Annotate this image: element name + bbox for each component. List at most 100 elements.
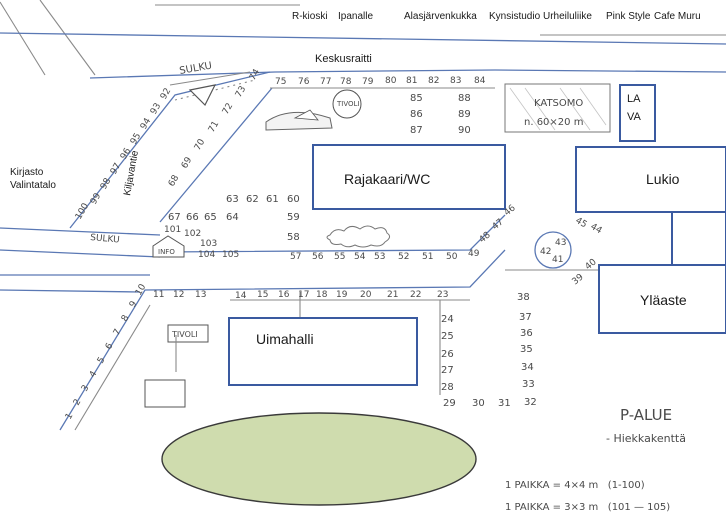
spot-number: 38 — [517, 292, 530, 303]
katsomo-label: KATSOMO — [534, 98, 583, 109]
spot-number: 14 — [235, 291, 247, 301]
spot-number: 25 — [441, 331, 454, 342]
uimahalli-building: Uimahalli — [228, 317, 418, 386]
spots-columns-bottom: 24 25 26 27 28 38 37 36 35 34 33 — [441, 292, 535, 393]
spot-number: 97 — [109, 162, 123, 177]
legend: P-ALUE - Hiekkakenttä 1 PAIKKA = 4×4 m (… — [505, 406, 686, 513]
spot-number: 54 — [354, 252, 366, 262]
circle-spots: 42 43 41 — [534, 231, 572, 269]
ylaaste-building: Yläaste — [598, 264, 726, 334]
spot-number: 17 — [298, 290, 309, 300]
spot-number: 90 — [458, 125, 471, 136]
spot-number: 71 — [207, 120, 221, 135]
spot-number: 29 — [443, 398, 456, 409]
shop-kynsistudio: Kynsistudio — [489, 11, 541, 22]
spot-number: 11 — [153, 290, 164, 300]
katsomo-area: KATSOMO n. 60×20 m — [504, 83, 611, 133]
spot-number: 20 — [360, 290, 372, 300]
spot-number: 12 — [173, 290, 184, 300]
spot-number: 23 — [437, 290, 448, 300]
spot-number: 83 — [450, 76, 461, 86]
spot-number: 63 — [226, 194, 239, 205]
spot-number: 8 — [120, 313, 132, 323]
lower-roads — [0, 214, 506, 431]
shop-urheiluliike: Urheiluliike — [543, 11, 592, 22]
spot-number: 75 — [275, 77, 286, 87]
spot-number: 72 — [221, 102, 235, 117]
lava-stage: LA VA — [619, 84, 656, 142]
spot-number: 3 — [80, 384, 92, 394]
spot-number: 59 — [287, 212, 300, 223]
lava-label-2: VA — [627, 111, 642, 123]
spots-mid-block: 63 62 61 60 67 66 65 64 59 58 — [168, 194, 300, 243]
spot-number: 5 — [96, 356, 108, 366]
spot-number: 31 — [498, 398, 511, 409]
spot-number: 105 — [222, 250, 239, 260]
spot-number: 101 — [164, 225, 181, 235]
spot-number: 43 — [555, 238, 566, 248]
kiljavantie-road — [0, 71, 273, 258]
spots-left-bottom-diagonal: 1 2 3 4 5 6 7 8 9 10 — [64, 282, 149, 421]
spots-columns-top: 85 86 87 88 89 90 — [410, 93, 471, 136]
spot-number: 95 — [129, 132, 143, 147]
rajakaari-label: Rajakaari/WC — [344, 171, 430, 187]
top-shops-row: R-kioski Ipanalle Alasjärvenkukka Kynsis… — [292, 11, 701, 22]
valintatalo-label: Valintatalo — [10, 180, 56, 191]
spot-number: 30 — [472, 398, 485, 409]
shop-ipanalle: Ipanalle — [338, 11, 373, 22]
shop-rkioski: R-kioski — [292, 11, 328, 22]
spot-number: 4 — [88, 369, 100, 379]
spot-number: 78 — [340, 77, 352, 87]
spots-lower-row: 11 12 13 14 15 16 17 18 19 20 21 22 23 — [153, 290, 448, 301]
spot-number: 65 — [204, 212, 217, 223]
keskusraitti-road — [0, 32, 726, 79]
spot-number: 86 — [410, 109, 423, 120]
spot-number: 103 — [200, 239, 217, 249]
spot-number: 24 — [441, 314, 454, 325]
spot-number: 58 — [287, 232, 300, 243]
spot-number: 34 — [521, 362, 534, 373]
spot-number: 6 — [104, 341, 116, 351]
spot-number: 28 — [441, 382, 454, 393]
spot-number: 93 — [149, 102, 163, 117]
spot-number: 33 — [522, 379, 535, 390]
spot-number: 26 — [441, 349, 454, 360]
spot-number: 67 — [168, 212, 181, 223]
spot-number: 73 — [234, 85, 248, 100]
tivoli-bottom-label: TIVOLI — [171, 330, 198, 339]
spot-number: 92 — [159, 87, 173, 102]
spot-number: 16 — [278, 290, 290, 300]
spot-number: 2 — [72, 398, 84, 408]
spot-number: 102 — [184, 229, 201, 239]
tivoli-bottom: TIVOLI — [144, 324, 209, 408]
spot-number: 7 — [112, 328, 124, 338]
kirjasto-label: Kirjasto — [10, 167, 44, 178]
spot-number: 32 — [524, 397, 537, 408]
spot-number: 41 — [552, 255, 563, 265]
lava-label-1: LA — [627, 93, 641, 105]
spot-number: 51 — [422, 252, 433, 262]
spot-number: 82 — [428, 76, 439, 86]
bush-cloud — [326, 225, 391, 248]
spot-number: 80 — [385, 76, 397, 86]
spot-number: 45 — [574, 216, 589, 230]
spot-number: 1 — [64, 412, 76, 422]
spot-number: 27 — [441, 365, 454, 376]
legend-rule-2: 1 PAIKKA = 3×3 m (101 — 105) — [505, 502, 670, 513]
shop-cafemuru: Cafe Muru — [654, 11, 701, 22]
spot-number: 18 — [316, 290, 328, 300]
spot-number: 81 — [406, 76, 417, 86]
spot-number: 77 — [320, 77, 331, 87]
spot-number: 62 — [246, 194, 259, 205]
spot-number: 76 — [298, 77, 310, 87]
sulku-left-label: SULKU — [90, 233, 120, 246]
shop-pinkstyle: Pink Style — [606, 11, 651, 22]
ylaaste-label: Yläaste — [640, 292, 687, 308]
spot-number: 21 — [387, 290, 398, 300]
legend-hiekkakentta: - Hiekkakenttä — [606, 432, 686, 445]
spot-number: 22 — [410, 290, 421, 300]
lukio-label: Lukio — [646, 171, 680, 187]
spots-bottom-mid-row: 57 56 55 54 53 52 51 50 49 — [290, 249, 480, 262]
rajakaari-building: Rajakaari/WC — [312, 144, 506, 210]
